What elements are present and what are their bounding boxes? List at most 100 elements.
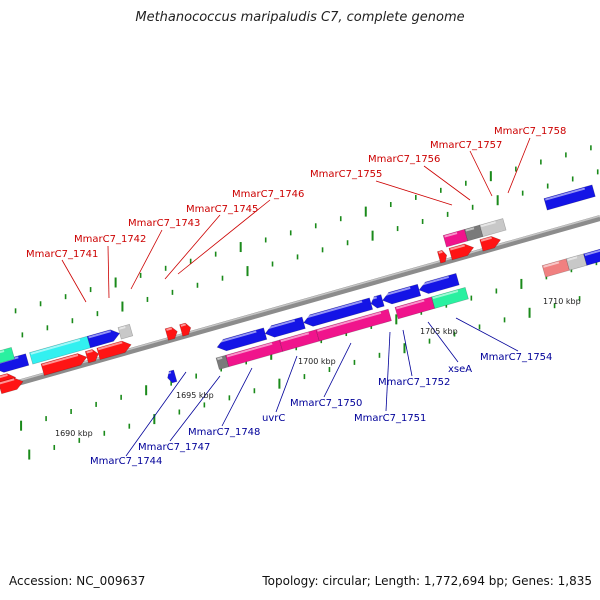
gene-shape (86, 329, 121, 349)
gene-highlight (42, 354, 79, 367)
gene-feature (29, 335, 91, 365)
gene-feature (448, 243, 475, 261)
gene-highlight (545, 187, 586, 201)
gene-feature (437, 249, 448, 264)
gene-highlight (166, 327, 173, 331)
leader-line-top (107, 245, 110, 299)
leader-line-top (130, 229, 163, 290)
accession-text: Accession: NC_009637 (9, 574, 146, 588)
kbp-label: 1700 kbp (298, 357, 336, 366)
gene-feature (479, 218, 507, 237)
gene-shape (0, 353, 30, 373)
gene-label-top: MmarC7_1746 (232, 189, 304, 200)
gene-feature (216, 327, 268, 352)
gene-feature (565, 253, 588, 271)
gene-feature (303, 297, 374, 327)
gene-feature (583, 244, 600, 266)
leader-line-top (469, 150, 493, 197)
gene-feature (215, 354, 230, 370)
gene-label-bottom: MmarC7_1744 (90, 456, 162, 467)
gene-feature (117, 323, 134, 340)
kbp-label: 1695 kbp (176, 391, 214, 400)
gene-highlight (444, 232, 458, 238)
gene-highlight (216, 330, 257, 344)
gene-feature (225, 339, 284, 368)
gene-label-top: MmarC7_1757 (430, 140, 502, 151)
kbp-label: 1705 kbp (420, 327, 458, 336)
gene-shape (264, 316, 306, 338)
gene-highlight (438, 250, 443, 254)
gene-highlight (97, 341, 123, 351)
gene-highlight (0, 350, 5, 356)
gene-feature (382, 283, 422, 305)
leader-line-bottom (221, 367, 253, 427)
gene-highlight (280, 332, 310, 343)
gene-shape (479, 218, 507, 237)
gene-label-top: MmarC7_1741 (26, 249, 98, 260)
genome-summary-text: Topology: circular; Length: 1,772,694 bp… (262, 574, 592, 588)
gene-shape (418, 272, 460, 294)
gene-highlight (450, 244, 466, 251)
gene-highlight (480, 221, 496, 228)
leader-line-top (423, 165, 471, 201)
leader-line-top (375, 180, 453, 206)
gene-shape (167, 369, 178, 384)
leader-line-top (507, 137, 531, 194)
gene-feature (179, 322, 192, 337)
gene-highlight (180, 323, 186, 327)
gene-highlight (396, 299, 425, 310)
gene-shape (315, 308, 392, 342)
gene-label-bottom: MmarC7_1751 (354, 413, 426, 424)
gene-highlight (88, 330, 111, 339)
gene-shape (583, 244, 600, 266)
gene-highlight (167, 371, 172, 375)
leader-line-bottom (169, 375, 221, 442)
gene-highlight (119, 326, 126, 330)
gene-label-top: MmarC7_1743 (128, 218, 200, 229)
gene-shape (565, 253, 588, 271)
map-title: Methanococcus maripaludis C7, complete g… (135, 10, 465, 25)
gene-highlight (567, 256, 578, 261)
gene-highlight (418, 276, 449, 287)
leader-line-bottom (275, 355, 298, 413)
gene-shape (225, 339, 284, 368)
gene-shape (543, 184, 596, 211)
gene-highlight (264, 319, 296, 330)
gene-highlight (584, 247, 600, 256)
gene-label-bottom: MmarC7_1748 (188, 427, 260, 438)
gene-feature (264, 316, 306, 338)
gene-feature (541, 258, 570, 278)
gene-feature (315, 308, 392, 342)
gene-shape (216, 327, 268, 352)
gene-shape (382, 283, 422, 305)
gene-shape (303, 297, 374, 327)
gene-feature (370, 294, 385, 309)
gene-feature (164, 326, 178, 341)
gene-highlight (86, 349, 93, 354)
gene-label-bottom: MmarC7_1754 (480, 352, 552, 363)
gene-highlight (217, 356, 223, 361)
gene-highlight (432, 290, 459, 300)
leader-line-bottom (427, 321, 459, 363)
gene-feature (86, 329, 121, 349)
gene-shape (117, 323, 134, 340)
leader-line-bottom (125, 371, 187, 457)
gene-label-bottom: xseA (448, 364, 472, 375)
gene-feature (96, 340, 132, 361)
gene-label-top: MmarC7_1758 (494, 126, 566, 137)
label-leader-lines (61, 137, 531, 457)
gene-label-top: MmarC7_1745 (186, 204, 258, 215)
gene-shape (442, 229, 468, 248)
gene-feature (543, 184, 596, 211)
gene-highlight (303, 300, 363, 320)
gene-feature (431, 287, 469, 309)
leader-line-top (164, 214, 221, 280)
gene-label-bottom: MmarC7_1747 (138, 442, 210, 453)
gene-highlight (543, 261, 560, 268)
gene-highlight (465, 227, 475, 232)
gene-feature (0, 377, 24, 395)
gene-highlight (0, 373, 8, 379)
gene-shape (96, 340, 132, 361)
